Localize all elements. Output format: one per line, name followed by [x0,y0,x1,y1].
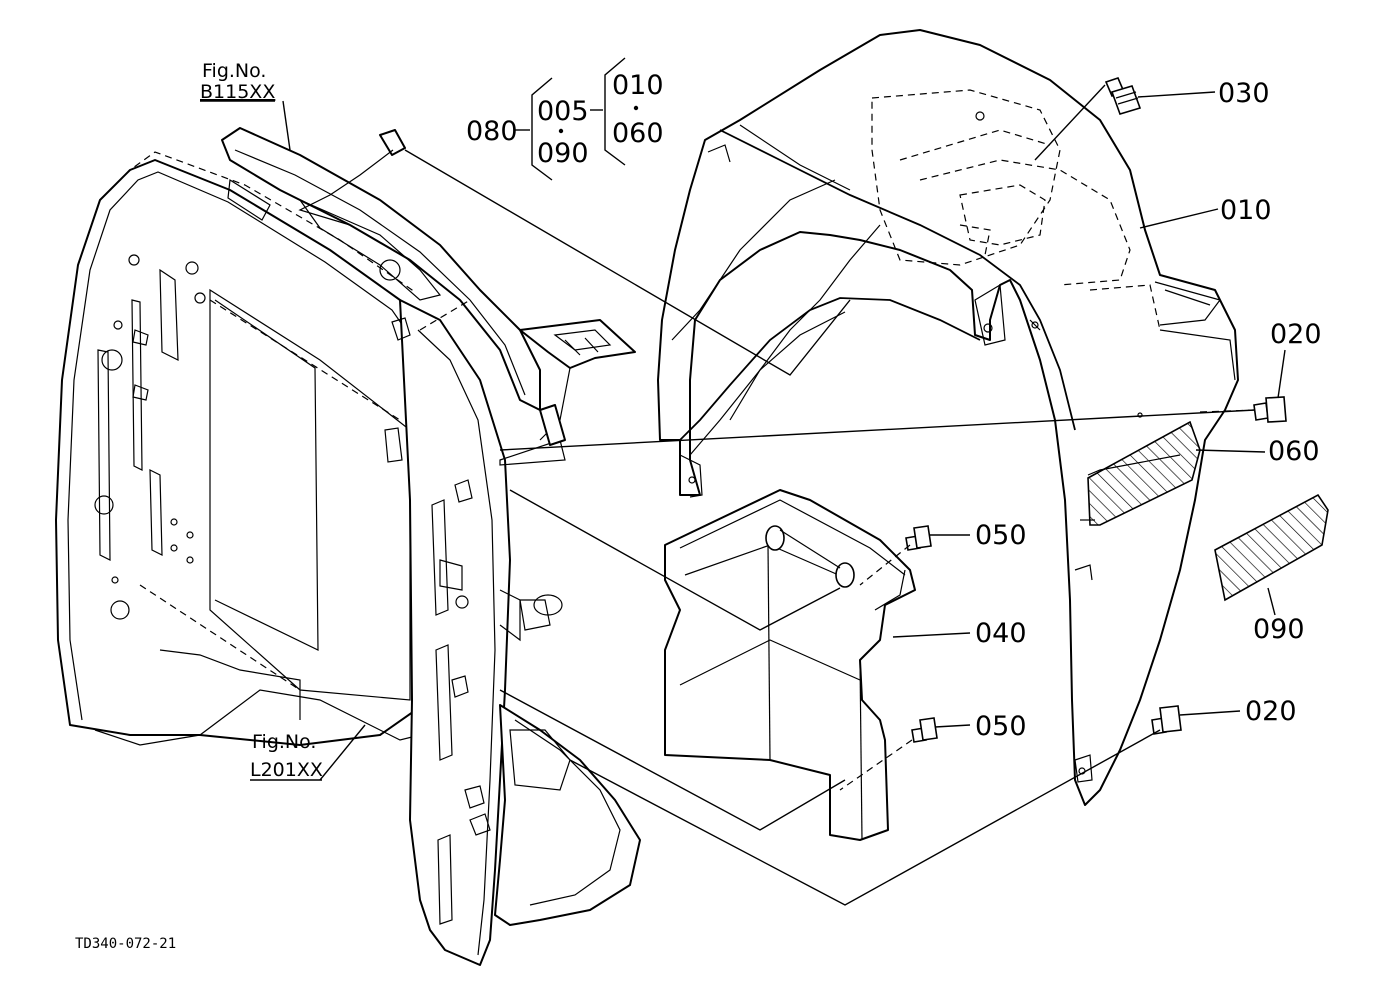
bolt-020-top-icon [1253,396,1287,423]
callout-030: 030 [1218,78,1270,109]
front-bracket-lower [499,439,566,466]
dashed-guide-1 [209,299,401,421]
assembly-brackets [515,57,639,181]
fig-ref-1-line1: Fig.No. [202,60,266,82]
guide-line-020-top [499,409,1256,451]
diagram-code: TD340-072-21 [75,936,176,952]
assembly-010-label: 010 [612,70,664,101]
fig-ref-2-line1: Fig.No. [252,731,316,753]
inner-cover [664,489,916,841]
bolt-020-bottom-icon [1151,705,1182,735]
decal-060 [1087,420,1201,526]
assembly-root-label: 080 [466,116,518,147]
guide-line-030 [1034,84,1106,161]
dashed-guide-3 [419,299,471,331]
decal-090 [1214,493,1329,602]
hinge-bracket [539,404,566,446]
guide-dash-020 [1199,409,1256,413]
guide-dash-050 [839,739,913,791]
callout-040: 040 [975,618,1027,649]
side-pillar [384,299,511,966]
fig-ref-1-line2: B115XX [200,81,275,103]
bolt-050-top-icon [905,525,932,551]
bolt-030-icon [1104,77,1142,115]
assembly-090-label: 090 [537,138,589,169]
assembly-005-label: 005 [537,96,589,127]
callout-020-top: 020 [1270,319,1322,350]
fig-ref-2-line2: L201XX [250,759,323,781]
callout-060: 060 [1268,436,1320,467]
guide-line-lower [499,689,846,831]
guide-line-mid [509,489,841,631]
callout-090: 090 [1253,614,1305,645]
assembly-060-label: 060 [612,118,664,149]
callout-050-bottom: 050 [975,711,1027,742]
dashed-guide-2 [139,584,301,691]
bolt-050-bottom-icon [911,717,938,743]
base-plate [494,589,641,926]
callout-010: 010 [1220,195,1272,226]
guide-line-top [404,149,851,376]
front-frame [55,151,431,746]
callout-020-bottom: 020 [1245,696,1297,727]
guide-dash-050b [859,544,911,586]
callout-050-top: 050 [975,520,1027,551]
guide-line-bottom [569,729,1161,906]
